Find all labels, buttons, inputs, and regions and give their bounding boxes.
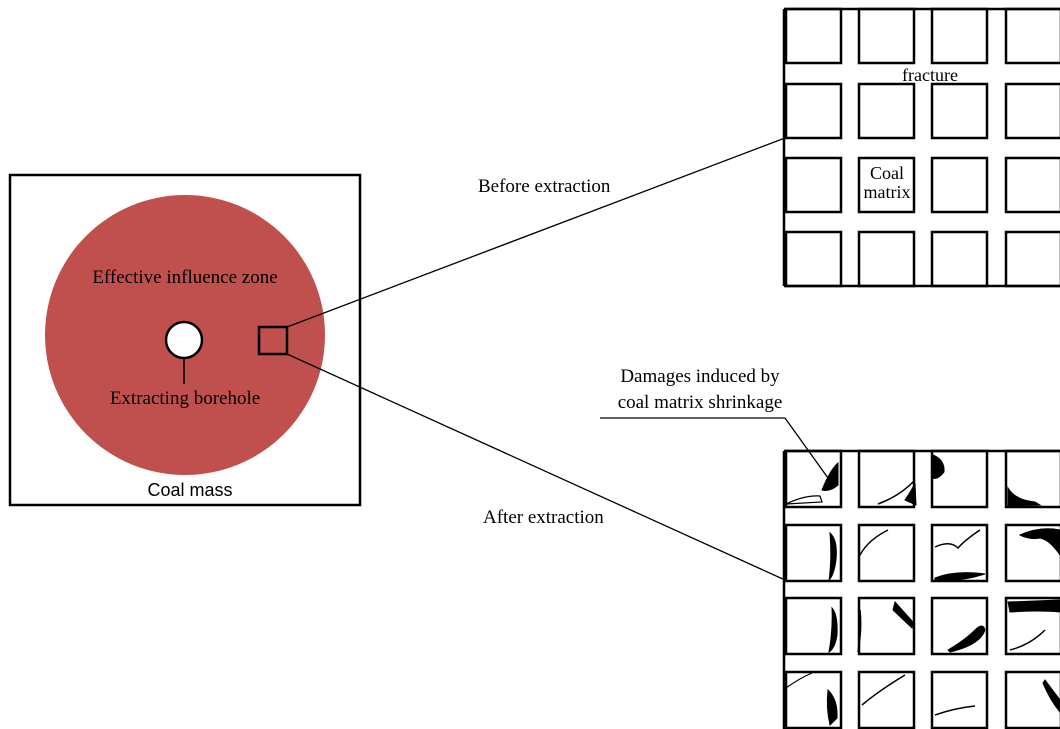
coal-matrix-block bbox=[930, 230, 989, 288]
coal-matrix-block bbox=[784, 82, 843, 140]
damage-mark bbox=[828, 531, 837, 582]
coal-matrix-block bbox=[1004, 230, 1060, 288]
coal-matrix-block bbox=[930, 82, 989, 140]
coal-mass-label: Coal mass bbox=[147, 480, 232, 500]
damage-mark bbox=[1007, 599, 1060, 613]
coal-matrix-block bbox=[930, 156, 989, 214]
before-blocks bbox=[784, 7, 1060, 288]
connector-line-after bbox=[286, 353, 786, 581]
coal-matrix-block bbox=[784, 449, 843, 509]
coal-matrix-block bbox=[857, 670, 916, 729]
coal-matrix-block bbox=[1004, 156, 1060, 214]
coal-matrix-block bbox=[1004, 670, 1060, 729]
after-grid: Damages induced by coal matrix shrinkage bbox=[600, 366, 1060, 729]
damage-mark bbox=[861, 674, 906, 706]
damage-mark bbox=[934, 529, 981, 550]
damage-mark bbox=[877, 479, 916, 505]
damage-mark bbox=[828, 606, 838, 654]
coal-matrix-block bbox=[1004, 449, 1060, 509]
coal-matrix-block bbox=[784, 523, 843, 583]
damage-mark bbox=[932, 454, 945, 479]
connector-line-before bbox=[286, 137, 786, 328]
coal-matrix-block bbox=[784, 230, 843, 288]
damage-mark bbox=[826, 688, 838, 726]
coal-matrix-block bbox=[930, 449, 989, 509]
coal-matrix-block bbox=[930, 7, 989, 65]
damage-mark bbox=[1018, 528, 1060, 556]
damage-mark bbox=[785, 672, 813, 689]
damage-label-line1: Damages induced by bbox=[620, 366, 780, 387]
coal-matrix-label-line2: matrix bbox=[864, 182, 911, 202]
coal-mass-panel: Effective influence zone Extracting bore… bbox=[8, 173, 362, 507]
coal-matrix-block bbox=[930, 596, 989, 656]
borehole-circle bbox=[164, 320, 204, 360]
coal-matrix-block bbox=[857, 230, 916, 288]
damage-label-line2: coal matrix shrinkage bbox=[618, 392, 783, 413]
damage-mark bbox=[904, 482, 917, 506]
coal-matrix-block bbox=[930, 523, 989, 583]
damage-mark bbox=[1007, 486, 1042, 507]
damage-mark bbox=[785, 495, 823, 505]
coal-matrix-block bbox=[857, 449, 916, 509]
before-extraction-label: Before extraction bbox=[478, 176, 611, 197]
damage-mark bbox=[934, 705, 976, 716]
coal-matrix-block bbox=[857, 596, 916, 656]
coal-matrix-block bbox=[930, 670, 989, 729]
coal-matrix-block bbox=[784, 596, 843, 656]
coal-matrix-block bbox=[784, 156, 843, 214]
after-blocks bbox=[784, 449, 1060, 729]
damage-mark bbox=[934, 572, 986, 581]
coal-matrix-block bbox=[1004, 523, 1060, 583]
damage-callout-leader bbox=[784, 417, 829, 479]
before-grid: fracture Coal matrix bbox=[782, 7, 1060, 288]
borehole-label: Extracting borehole bbox=[110, 388, 260, 409]
sample-square bbox=[257, 325, 289, 356]
damage-mark bbox=[859, 529, 889, 556]
coal-matrix-label-line1: Coal bbox=[870, 163, 904, 183]
after-extraction-label: After extraction bbox=[483, 507, 604, 528]
damage-mark bbox=[1042, 679, 1060, 713]
damage-marks bbox=[785, 454, 1060, 726]
coal-matrix-block bbox=[857, 7, 916, 65]
coal-matrix-block bbox=[857, 156, 916, 214]
zone-label: Effective influence zone bbox=[92, 267, 277, 288]
coal-matrix-block bbox=[857, 82, 916, 140]
damage-mark bbox=[857, 609, 862, 653]
damage-mark bbox=[892, 600, 914, 630]
coal-matrix-block bbox=[1004, 82, 1060, 140]
coal-matrix-block bbox=[1004, 596, 1060, 656]
damage-mark bbox=[821, 461, 839, 491]
damage-mark bbox=[947, 625, 986, 653]
coal-matrix-block bbox=[784, 670, 843, 729]
coal-matrix-block bbox=[784, 7, 843, 65]
coal-matrix-block bbox=[1004, 7, 1060, 65]
coal-matrix-block bbox=[857, 523, 916, 583]
fracture-label: fracture bbox=[902, 65, 958, 85]
coal-mass-box bbox=[8, 173, 362, 507]
damage-mark bbox=[1009, 629, 1046, 651]
